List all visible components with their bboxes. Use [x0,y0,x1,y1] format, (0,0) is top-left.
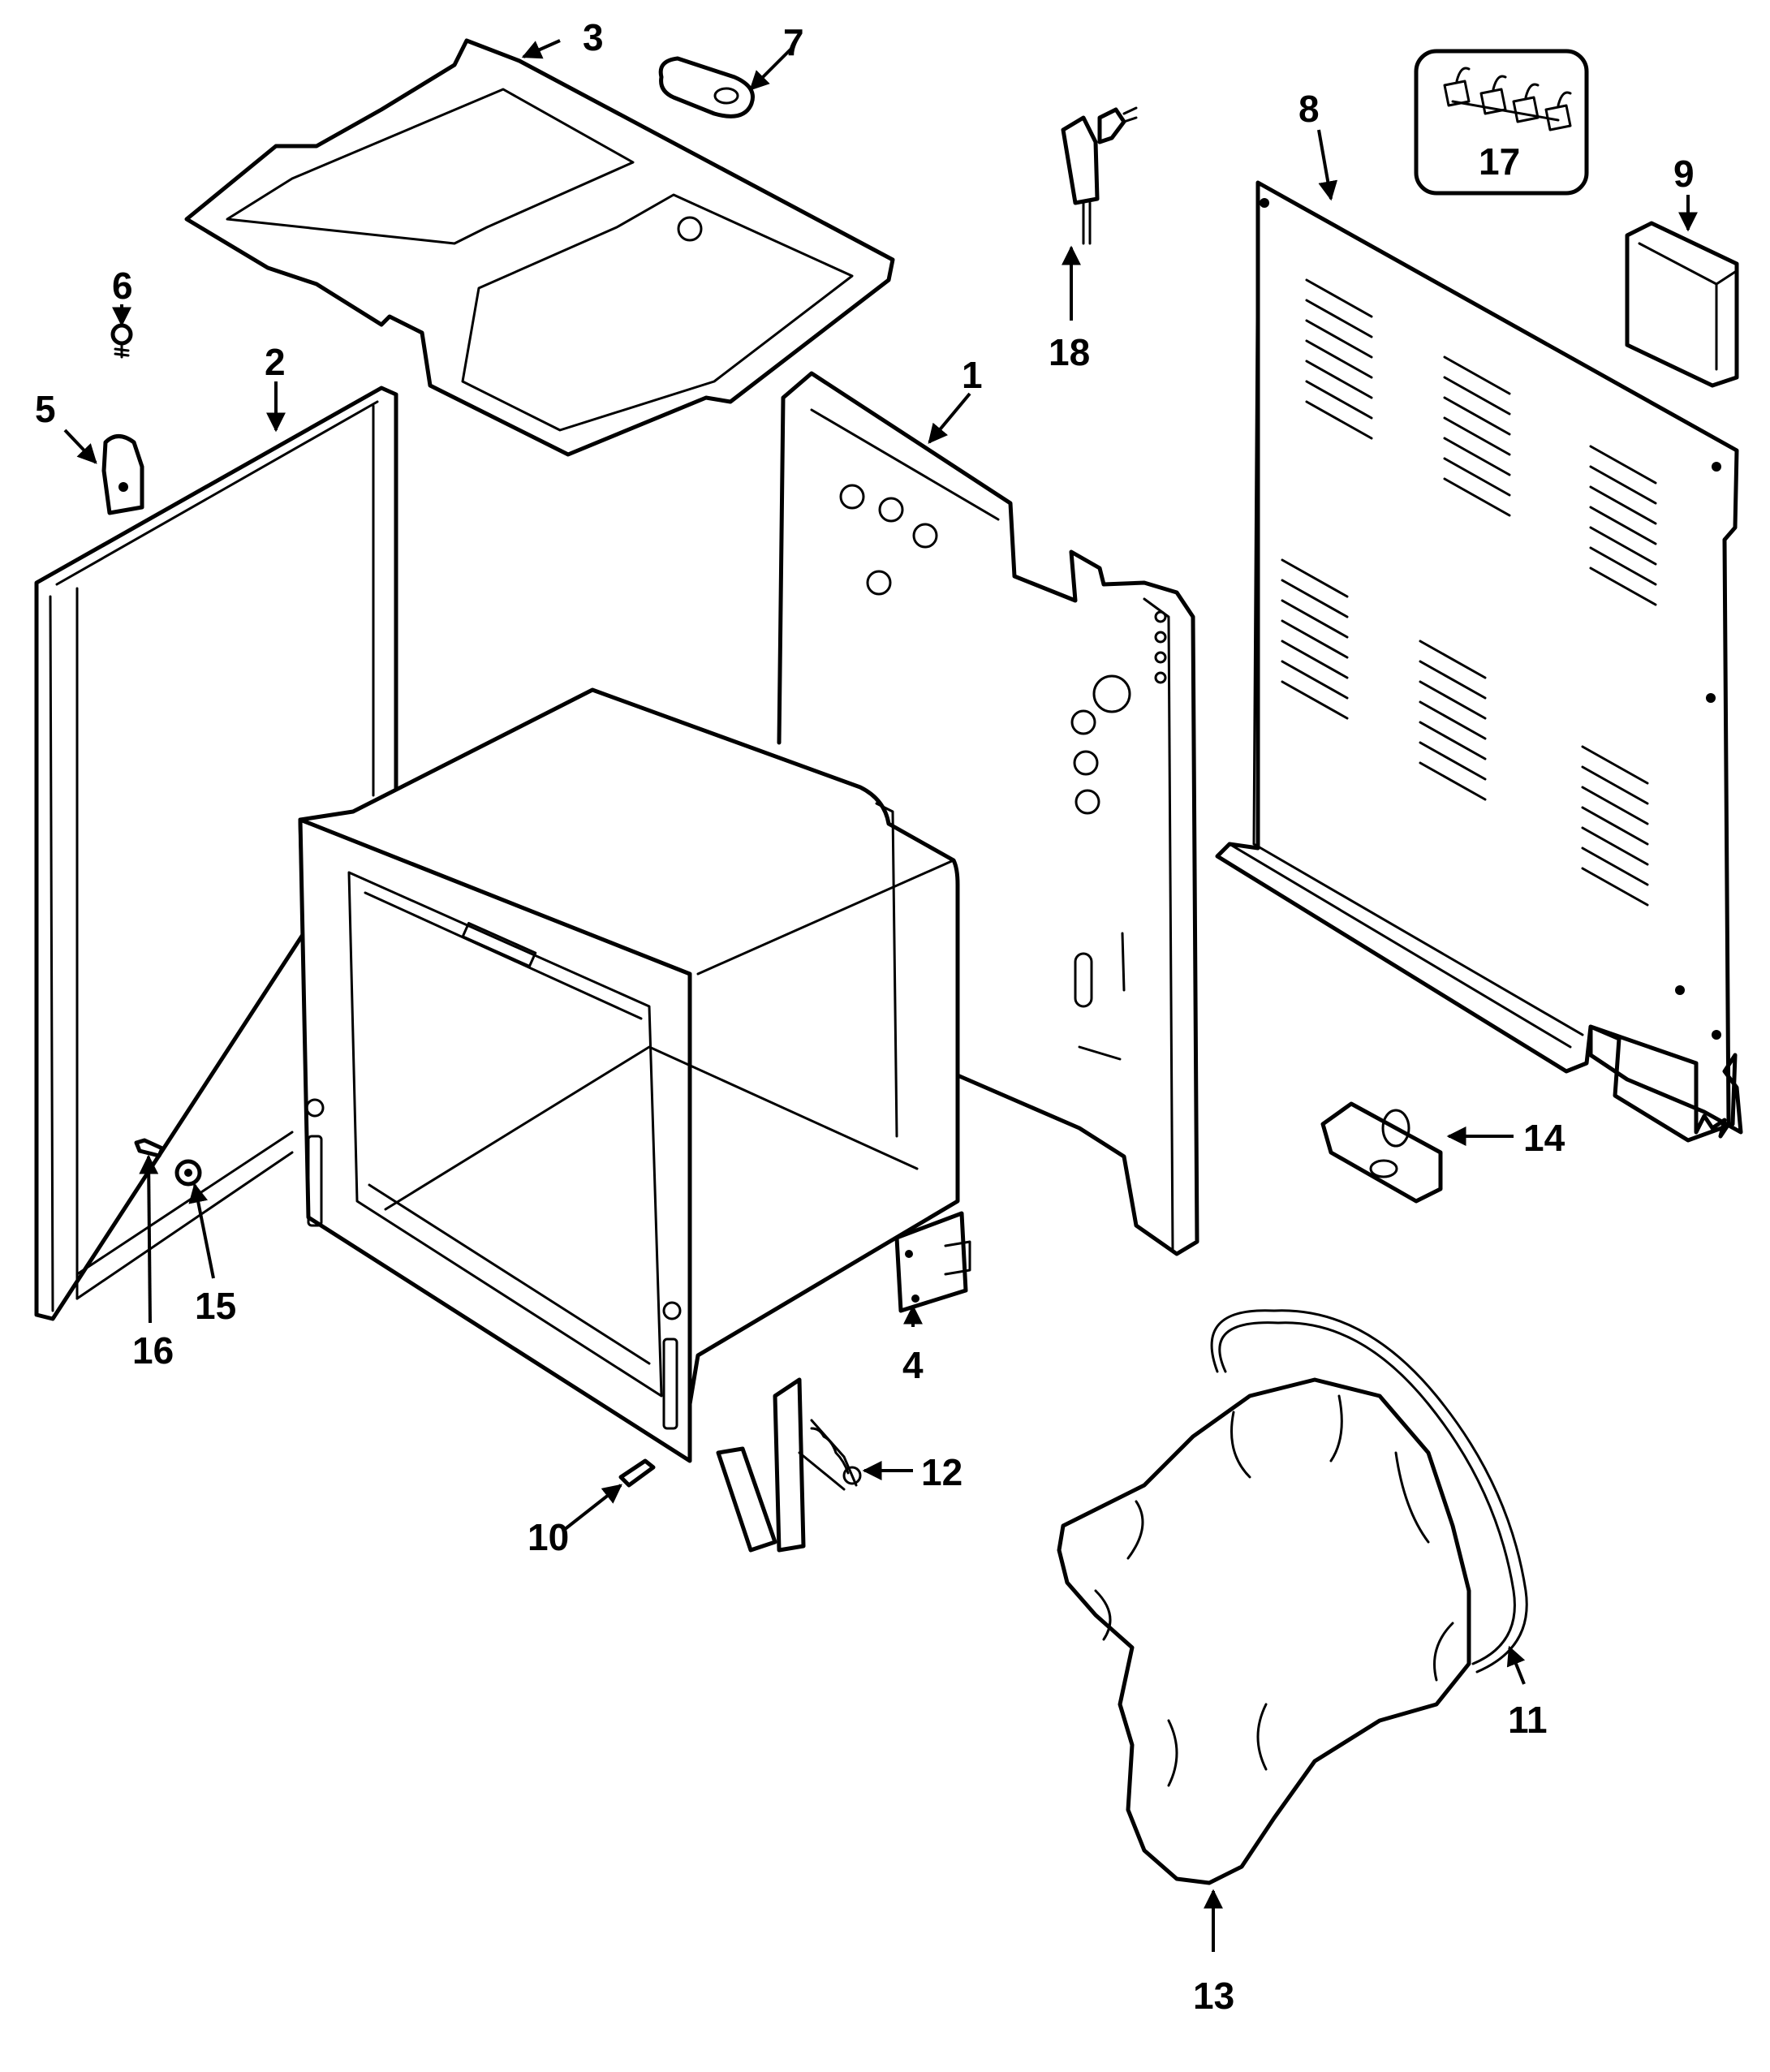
callout-10: 10 [528,1516,569,1558]
part-13-insulation [1057,1377,1471,1885]
callout-1: 1 [962,354,983,396]
callout-2: 2 [265,341,286,383]
callout-8: 8 [1298,88,1320,130]
callout-7: 7 [783,21,804,63]
part-2-side-panel [34,386,398,1321]
part-18-power-cord [1061,106,1138,245]
callout-12: 12 [921,1451,963,1493]
callout-18: 18 [1049,331,1090,373]
callout-15: 15 [195,1285,236,1327]
callout-4: 4 [902,1344,924,1386]
callout-5: 5 [35,388,56,430]
part-16-screw [134,1138,165,1158]
part-6-screw [110,323,133,359]
callout-14: 14 [1523,1117,1565,1159]
part-9-bracket [1625,221,1739,388]
callout-labels: 3 7 6 5 2 1 8 9 17 18 4 14 16 15 10 12 1… [35,16,1695,2017]
part-12-hinge [716,1377,862,1553]
louver-group [1281,278,1657,907]
leader-lines [63,39,1698,1952]
part-14-bracket [1320,1101,1443,1204]
callout-17: 17 [1479,140,1520,183]
part-11-gasket [1210,1309,1528,1674]
part-4-bracket [894,1211,971,1313]
oven-cavity [298,687,960,1463]
callout-16: 16 [132,1329,174,1372]
part-17-terminal-block [1414,49,1589,196]
callout-9: 9 [1673,153,1695,195]
callout-3: 3 [583,16,604,58]
part-5-clip [101,434,144,515]
part-8-back-panel [1215,180,1743,1143]
callout-13: 13 [1193,1975,1234,2017]
part-7-cap [658,56,755,118]
part-3-top-panel [184,38,895,457]
part-1-side-panel [777,371,1199,1256]
part-10-screw [618,1458,656,1488]
callout-11: 11 [1508,1699,1548,1741]
part-15-grommet [174,1159,202,1187]
callout-6: 6 [112,265,133,307]
